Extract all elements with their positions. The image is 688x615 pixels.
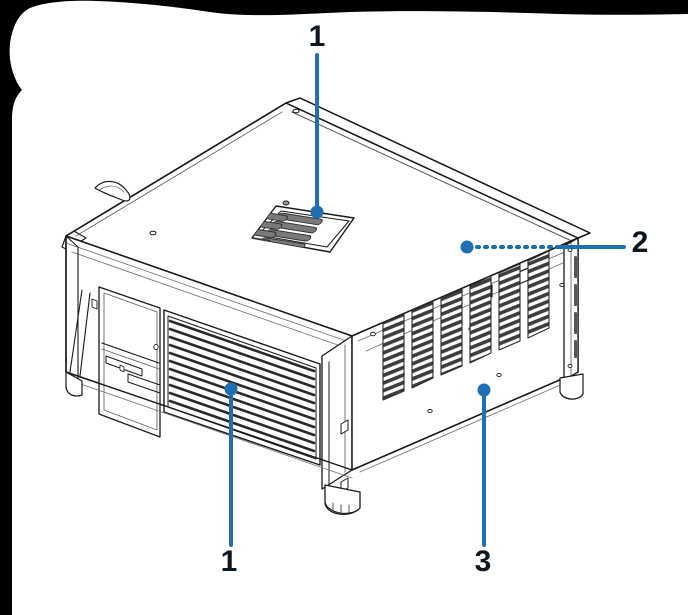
callout-leaders	[224, 53, 626, 547]
callout-number-2: 2	[631, 226, 649, 259]
top-exhaust-vent	[251, 200, 355, 253]
side-intake-vent	[382, 250, 550, 401]
side-face	[351, 237, 579, 473]
callout-number-1-top: 1	[308, 20, 326, 53]
front-control-panel	[91, 286, 161, 438]
callout-number-1-front: 1	[220, 545, 238, 578]
leader-1-front	[224, 382, 238, 547]
callout-number-3: 3	[474, 545, 492, 578]
leader-1-top	[310, 53, 324, 219]
feet	[65, 371, 584, 516]
front-intake-vent	[163, 309, 321, 466]
leader-2-top-panel	[460, 240, 626, 254]
leader-3-side	[477, 383, 491, 547]
front-face	[65, 235, 353, 493]
